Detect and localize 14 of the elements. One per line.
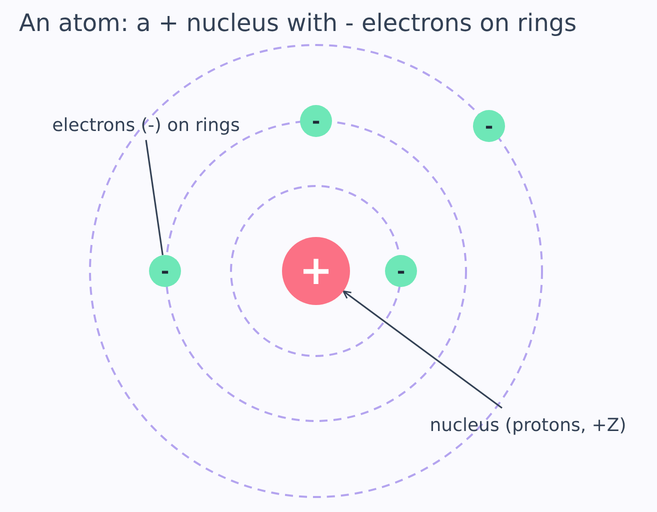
- electron-circle: [300, 105, 332, 137]
- leader-arrow: [342, 290, 502, 409]
- electron-circle: [149, 255, 181, 287]
- callout-label: nucleus (protons, +Z): [430, 414, 626, 436]
- charge-sign: +: [299, 251, 333, 291]
- charge-sign: -: [312, 111, 320, 131]
- title: An atom: a + nucleus with - electrons on rings: [19, 9, 577, 37]
- callout-label: electrons (-) on rings: [52, 114, 240, 136]
- charge-sign: -: [160, 261, 170, 281]
- charge-sign: -: [484, 116, 494, 136]
- charge-sign: -: [396, 261, 406, 281]
- electron-circle: [385, 255, 417, 287]
- leader-line: [145, 140, 164, 256]
- electron-circle: [473, 110, 505, 142]
